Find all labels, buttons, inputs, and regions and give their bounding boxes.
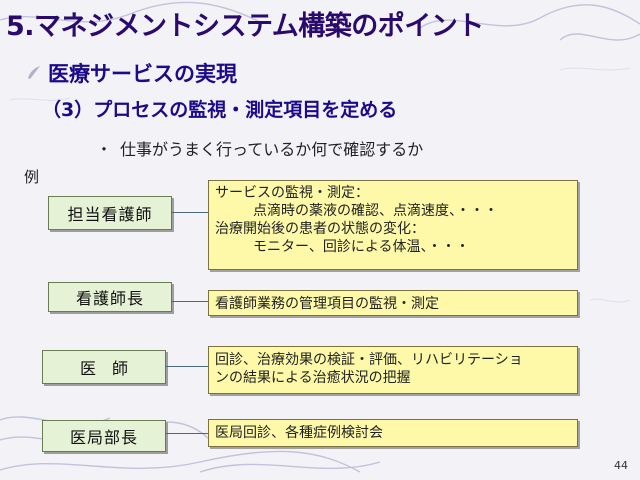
desc-line: 点滴時の薬液の確認、点滴速度、・・・ xyxy=(253,203,498,219)
role-label: 担当看護師 xyxy=(67,205,153,224)
slide-title: 5.マネジメントシステム構築のポイント xyxy=(6,11,484,42)
connector-line xyxy=(165,366,208,367)
desc-box-medical-director: 医局回診、各種症例検討会 xyxy=(208,419,578,447)
role-label: 看護師長 xyxy=(75,289,144,308)
desc-box-charge-nurse: サービスの監視・測定： 点滴時の薬液の確認、点滴速度、・・・ 治療開始後の患者の… xyxy=(208,180,578,270)
role-box-medical-director: 医局部長 xyxy=(42,420,166,452)
connector-line xyxy=(171,301,208,302)
connector-line xyxy=(171,212,208,213)
role-label: 医 師 xyxy=(79,359,128,378)
desc-line: 医局回診、各種症例検討会 xyxy=(215,425,383,441)
desc-line: 看護師業務の管理項目の監視・測定 xyxy=(215,296,439,312)
role-box-charge-nurse: 担当看護師 xyxy=(48,196,172,230)
desc-line: サービスの監視・測定： xyxy=(215,185,369,201)
role-box-physician: 医 師 xyxy=(42,350,166,384)
slide-subtitle: 医療サービスの実現 xyxy=(48,62,237,86)
page-number: 44 xyxy=(614,459,628,472)
desc-line: モニター、回診による体温、・・・ xyxy=(253,239,470,255)
desc-box-head-nurse: 看護師業務の管理項目の監視・測定 xyxy=(208,290,578,316)
bullet-item: ・仕事がうまく行っているか何で確認するか xyxy=(96,136,423,160)
desc-line: ンの結果による治癒状況の把握 xyxy=(215,370,411,386)
bullet-marker: ・ xyxy=(96,140,113,159)
connector-line xyxy=(165,433,208,434)
role-label: 医局部長 xyxy=(69,428,138,447)
bullet-text: 仕事がうまく行っているか何で確認するか xyxy=(120,140,424,159)
example-label: 例 xyxy=(24,168,40,186)
desc-box-physician: 回診、治療効果の検証・評価、リハビリテーショ ンの結果による治癒状況の把握 xyxy=(208,346,578,394)
desc-line: 治療開始後の患者の状態の変化： xyxy=(215,221,425,237)
section-heading: （3）プロセスの監視・測定項目を定める xyxy=(42,99,398,121)
role-box-head-nurse: 看護師長 xyxy=(48,282,172,312)
desc-line: 回診、治療効果の検証・評価、リハビリテーショ xyxy=(215,352,523,368)
brush-bullet-icon xyxy=(28,66,40,79)
